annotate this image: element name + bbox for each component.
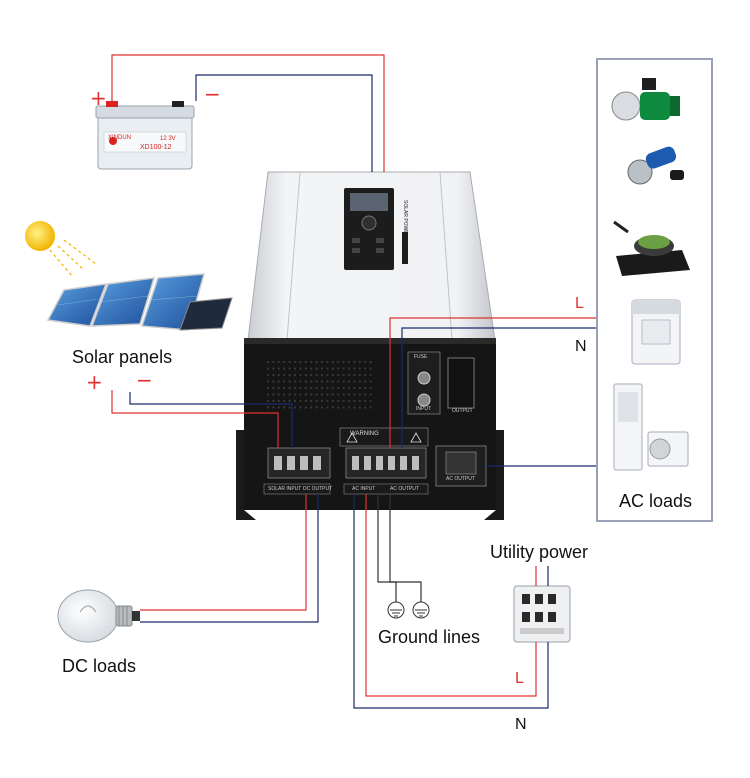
washing-machine-icon bbox=[631, 299, 681, 365]
battery bbox=[95, 101, 195, 170]
solar-panels-label: Solar panels bbox=[72, 347, 173, 367]
solar-minus-sign: − bbox=[136, 368, 153, 392]
dc-loads-label: DC loads bbox=[62, 656, 137, 676]
input-label: INPUT bbox=[416, 406, 431, 412]
vent-grille bbox=[266, 360, 372, 409]
utility-live-wire bbox=[365, 494, 537, 697]
neutral-label-bottom: N bbox=[515, 716, 527, 733]
live-label-top: L bbox=[575, 295, 584, 312]
dc-output-label: DC OUTPUT bbox=[303, 486, 333, 492]
solar-negative-wire bbox=[129, 392, 293, 448]
battery-negative-wire bbox=[195, 74, 373, 172]
inverter bbox=[236, 171, 504, 520]
ac-input-label: AC INPUT bbox=[352, 486, 376, 492]
battery-positive-wire bbox=[111, 54, 385, 172]
ac-neutral-wire bbox=[401, 327, 596, 448]
light-bulb-icon bbox=[57, 589, 140, 643]
dc-load-negative-wire bbox=[140, 494, 319, 623]
utility-power-label: Utility power bbox=[490, 542, 589, 562]
fuse-label: FUSE bbox=[414, 354, 428, 360]
air-conditioner-icon bbox=[613, 383, 689, 471]
solar-panel-icon bbox=[46, 273, 233, 331]
battery-voltage: 12 3V bbox=[160, 136, 176, 142]
neutral-label-top: N bbox=[575, 338, 587, 355]
angle-grinder-icon bbox=[627, 146, 684, 185]
utility-neutral-wire bbox=[353, 494, 549, 709]
battery-minus-sign: − bbox=[204, 82, 221, 106]
circuit-breaker-icon bbox=[513, 585, 571, 643]
dc-load-positive-wire bbox=[140, 494, 307, 611]
battery-brand: XINDUN bbox=[108, 135, 132, 141]
ac-loads-label: AC loads bbox=[619, 491, 693, 511]
induction-cooker-icon bbox=[613, 220, 690, 276]
ac-live-wire bbox=[389, 317, 596, 448]
output-label: OUTPUT bbox=[452, 408, 473, 414]
ground-wire-a bbox=[377, 494, 397, 602]
ac-output-socket-label: AC OUTPUT bbox=[446, 476, 475, 482]
battery-model: XD100-12 bbox=[140, 144, 172, 151]
ground-lines-label: Ground lines bbox=[378, 627, 481, 647]
solar-input-label: SOLAR INPUT bbox=[268, 486, 302, 492]
warning-label: WARNING bbox=[350, 431, 379, 437]
solar-plus-sign: + bbox=[86, 370, 103, 394]
ground-wire-b bbox=[389, 494, 422, 602]
sun-icon bbox=[25, 221, 97, 277]
live-label-bottom: L bbox=[515, 670, 524, 687]
water-pump-icon bbox=[611, 78, 680, 121]
panel-title: SOLAR POWER INVERTER bbox=[402, 200, 408, 264]
battery-plus-sign: + bbox=[90, 86, 107, 110]
ground-icon bbox=[387, 601, 430, 619]
ac-output-terminal-label: AC OUTPUT bbox=[390, 486, 419, 492]
solar-positive-wire bbox=[111, 390, 279, 448]
